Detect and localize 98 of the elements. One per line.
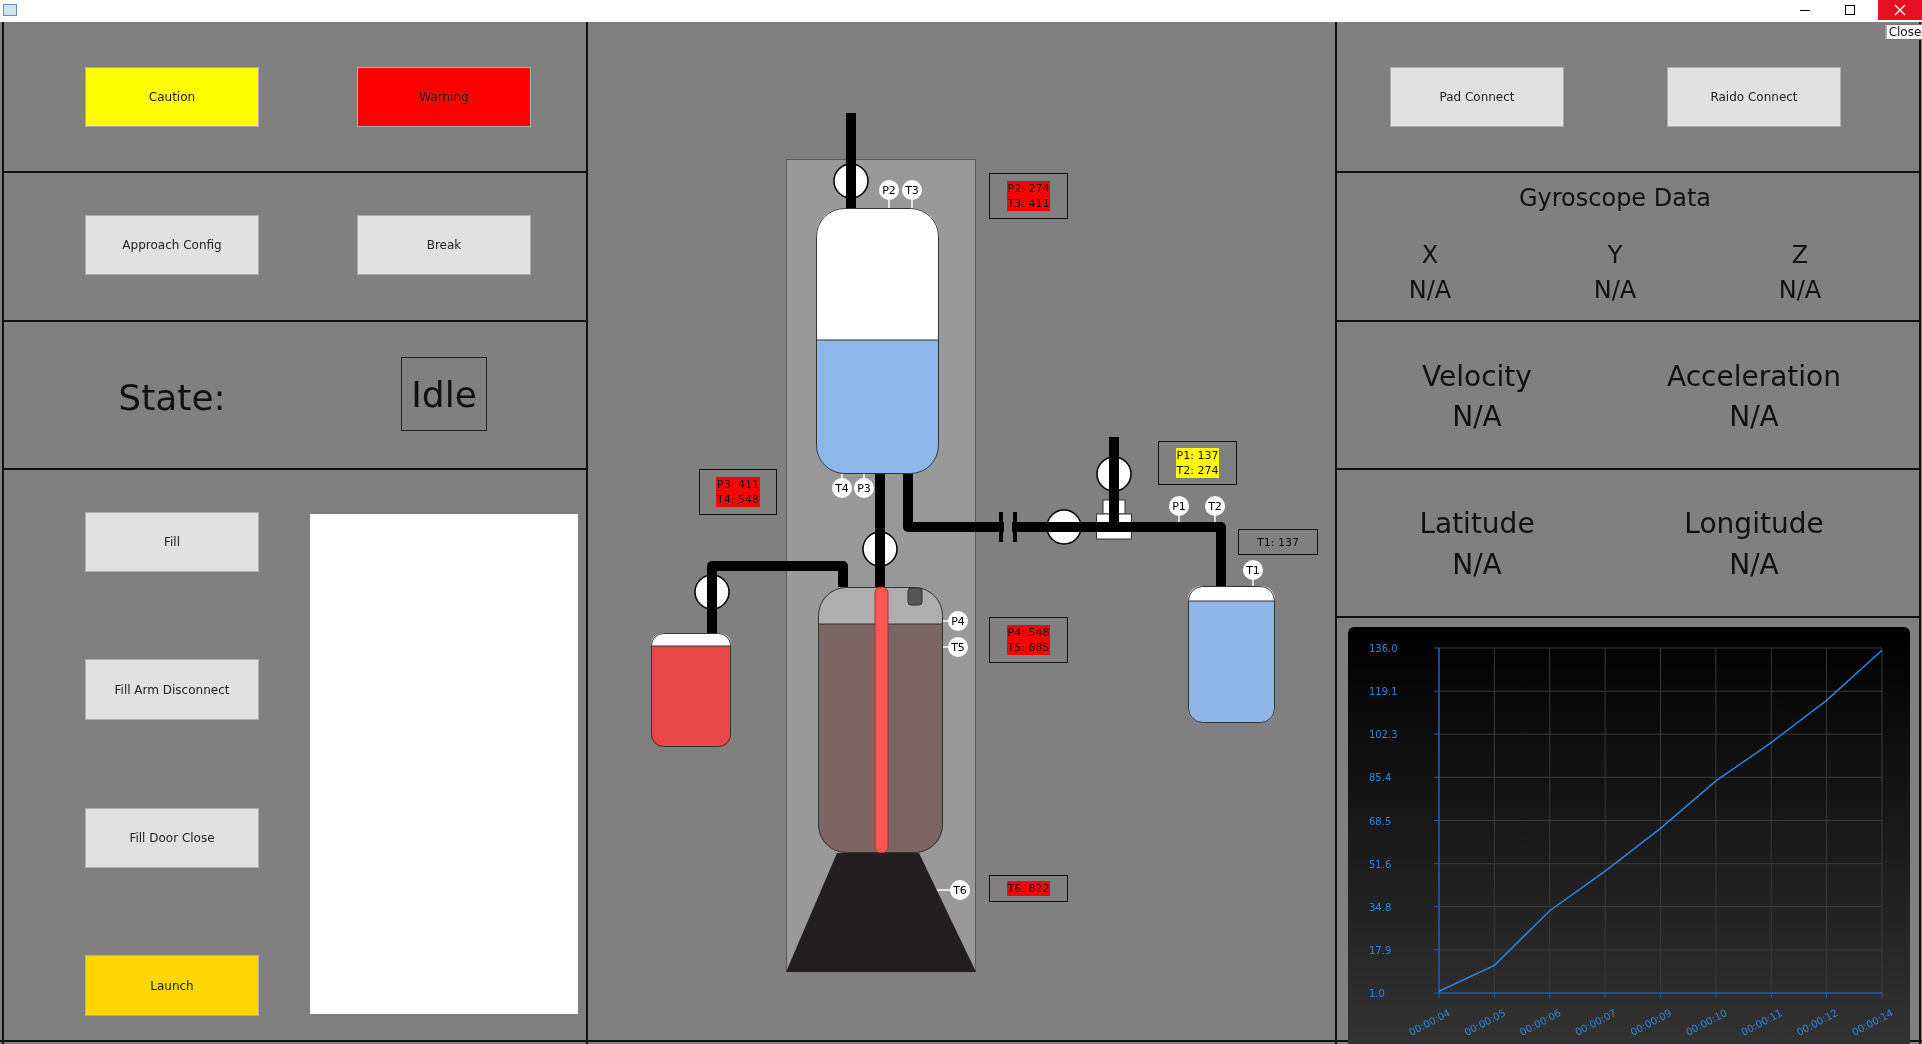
valve-symbol	[833, 163, 869, 199]
sensor-readout	[1158, 441, 1237, 485]
sensor-readout	[989, 617, 1068, 663]
tick-label: 17.9	[1369, 944, 1392, 956]
oxidizer-tank-drawing	[816, 208, 939, 474]
leader-line	[1252, 579, 1254, 587]
sensor-readout	[989, 173, 1068, 219]
command-button: Break	[357, 215, 531, 275]
pipe	[1109, 437, 1119, 456]
value-text: N/A	[1452, 547, 1502, 581]
motor-drawing	[818, 587, 943, 853]
sensor-readout	[699, 469, 777, 515]
pipe	[1020, 522, 1046, 532]
value-text: N/A	[1452, 399, 1502, 433]
pipe	[903, 472, 995, 532]
axis-name: Y	[1607, 241, 1623, 269]
leader-line	[942, 620, 949, 622]
nozzle-drawing	[786, 853, 976, 972]
sensor-badge: P2	[879, 180, 899, 200]
sensor-readout	[989, 875, 1068, 902]
sensor-badge: T4	[832, 478, 852, 498]
field-caption: State:	[118, 376, 226, 418]
sensor-badge: T3	[902, 180, 922, 200]
sensor-badge: T5	[948, 637, 968, 657]
state-display: Idle	[401, 357, 487, 431]
readout-value: P4: 548	[1006, 625, 1051, 640]
valve-symbol	[1046, 509, 1082, 545]
tick-label: 85.4	[1369, 772, 1392, 784]
readout-value: T5: 685	[1006, 640, 1051, 655]
supply-tank-drawing	[1188, 586, 1275, 723]
readout-value: P3: 411	[716, 477, 760, 492]
sensor-badge: T2	[1205, 496, 1225, 516]
field-caption: Velocity	[1422, 359, 1532, 393]
value-text: N/A	[1729, 399, 1779, 433]
command-button: Fill Door Close	[85, 808, 259, 868]
command-button: Launch	[85, 955, 259, 1016]
command-button: Raido Connect	[1667, 67, 1841, 127]
leader-line	[1214, 515, 1216, 523]
leader-line	[942, 646, 949, 648]
panel-heading: Gyroscope Data	[1518, 184, 1712, 212]
pipe	[1109, 492, 1119, 497]
leader-line	[863, 472, 865, 479]
valve-symbol	[1096, 456, 1132, 492]
field-caption: Acceleration	[1667, 359, 1841, 393]
readout-value: P1: 137	[1175, 448, 1220, 463]
command-button: Fill	[85, 512, 259, 572]
pipe	[707, 561, 848, 587]
pipe	[875, 567, 885, 587]
value-text: N/A	[1593, 276, 1637, 304]
command-button: Warning	[357, 67, 531, 127]
pipe	[1132, 522, 1226, 586]
command-button: Caution	[85, 67, 259, 127]
tick-label: 51.6	[1369, 858, 1392, 870]
leader-line	[888, 199, 890, 209]
readout-value: T1: 137	[1256, 534, 1300, 550]
sensor-badge: P3	[854, 478, 874, 498]
valve-symbol	[694, 574, 730, 610]
regulator-symbol	[1096, 497, 1132, 540]
tooltip-text: Close	[1885, 24, 1922, 40]
readout-value: P2: 274	[1006, 181, 1051, 196]
readout-value: T2: 274	[1175, 463, 1220, 478]
log-field	[310, 514, 578, 1014]
pipe	[1082, 522, 1096, 532]
readout-value: T3: 411	[1006, 196, 1051, 211]
valve-symbol	[862, 531, 898, 567]
tick-label: 1.0	[1369, 988, 1385, 999]
sensor-readout	[1238, 529, 1318, 555]
tick-label: 68.5	[1369, 815, 1392, 827]
pipe	[875, 474, 885, 531]
sensor-badge: P1	[1169, 496, 1189, 516]
leader-line	[933, 889, 951, 891]
sensor-badge: T6	[950, 880, 970, 900]
leader-line	[911, 199, 913, 209]
axis-name: Z	[1791, 241, 1809, 269]
tick-label: 102.3	[1369, 729, 1398, 741]
pipe	[707, 610, 717, 633]
tick-label: 136.0	[1369, 643, 1398, 654]
pipe	[846, 113, 856, 163]
tick-label: 119.1	[1369, 686, 1398, 698]
value-text: N/A	[1729, 547, 1779, 581]
tank-drawing	[651, 633, 731, 747]
field-caption: Latitude	[1419, 506, 1535, 540]
leader-line	[1178, 515, 1180, 523]
sensor-badge: P4	[948, 611, 968, 631]
readout-value: T4: 548	[716, 492, 760, 507]
value-text: N/A	[1778, 276, 1822, 304]
command-button: Approach Config	[85, 215, 259, 275]
sensor-badge: T1	[1243, 560, 1263, 580]
value-text: N/A	[1408, 276, 1452, 304]
readout-value: T6: 822	[1006, 881, 1051, 896]
axis-name: X	[1421, 241, 1439, 269]
tick-label: 34.8	[1369, 901, 1392, 913]
disconnect-coupling	[995, 512, 1020, 542]
command-button: Pad Connect	[1390, 67, 1564, 127]
launch-stand	[786, 159, 976, 972]
field-caption: Longitude	[1684, 506, 1824, 540]
command-button: Fill Arm Disconnect	[85, 659, 259, 720]
pipe	[846, 199, 856, 208]
